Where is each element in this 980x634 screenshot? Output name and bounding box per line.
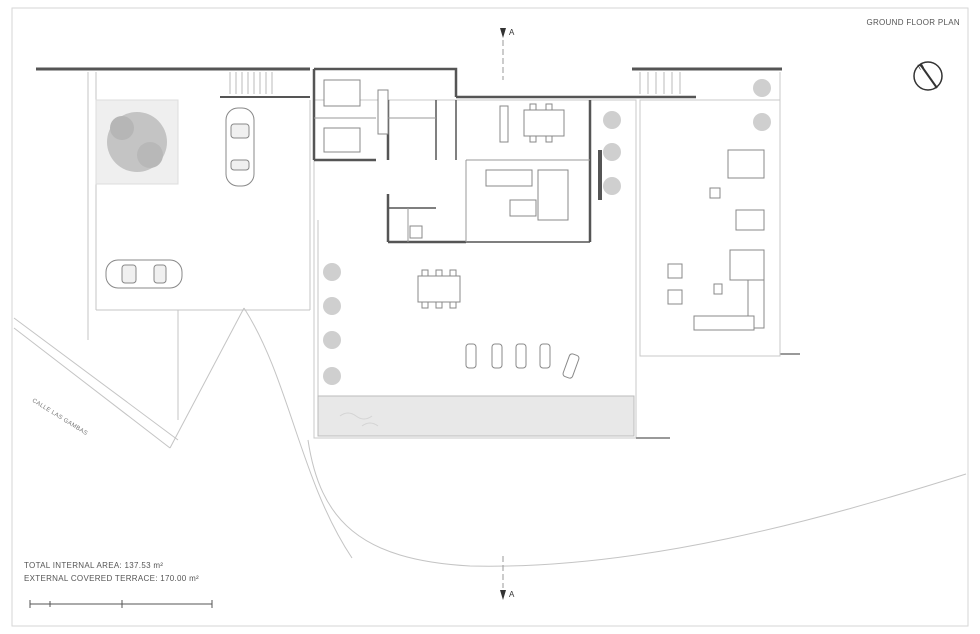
entry-steps bbox=[229, 72, 681, 94]
internal-area-stat: TOTAL INTERNAL AREA: 137.53 m² bbox=[24, 561, 164, 570]
terrace-outline bbox=[313, 72, 800, 439]
site-boundary bbox=[13, 72, 967, 567]
boundary-walls bbox=[36, 67, 782, 99]
terrace-area-stat: EXTERNAL COVERED TERRACE: 170.00 m² bbox=[24, 574, 199, 583]
drawing-border bbox=[11, 7, 969, 627]
scale-bar bbox=[29, 600, 213, 608]
terrace-trees bbox=[323, 79, 771, 385]
interior-partitions bbox=[314, 117, 590, 242]
house-walls bbox=[312, 67, 602, 244]
swimming-pool bbox=[317, 395, 635, 437]
car-horizontal bbox=[105, 259, 183, 289]
plan-title: GROUND FLOOR PLAN bbox=[866, 18, 960, 27]
section-marker-top: A bbox=[509, 28, 515, 37]
north-arrow-icon bbox=[913, 61, 943, 91]
section-arrow-top bbox=[500, 28, 506, 38]
furniture bbox=[323, 79, 765, 379]
section-arrow-bottom bbox=[500, 590, 506, 600]
car-vertical bbox=[225, 107, 255, 187]
section-marker-bottom: A bbox=[509, 590, 515, 599]
